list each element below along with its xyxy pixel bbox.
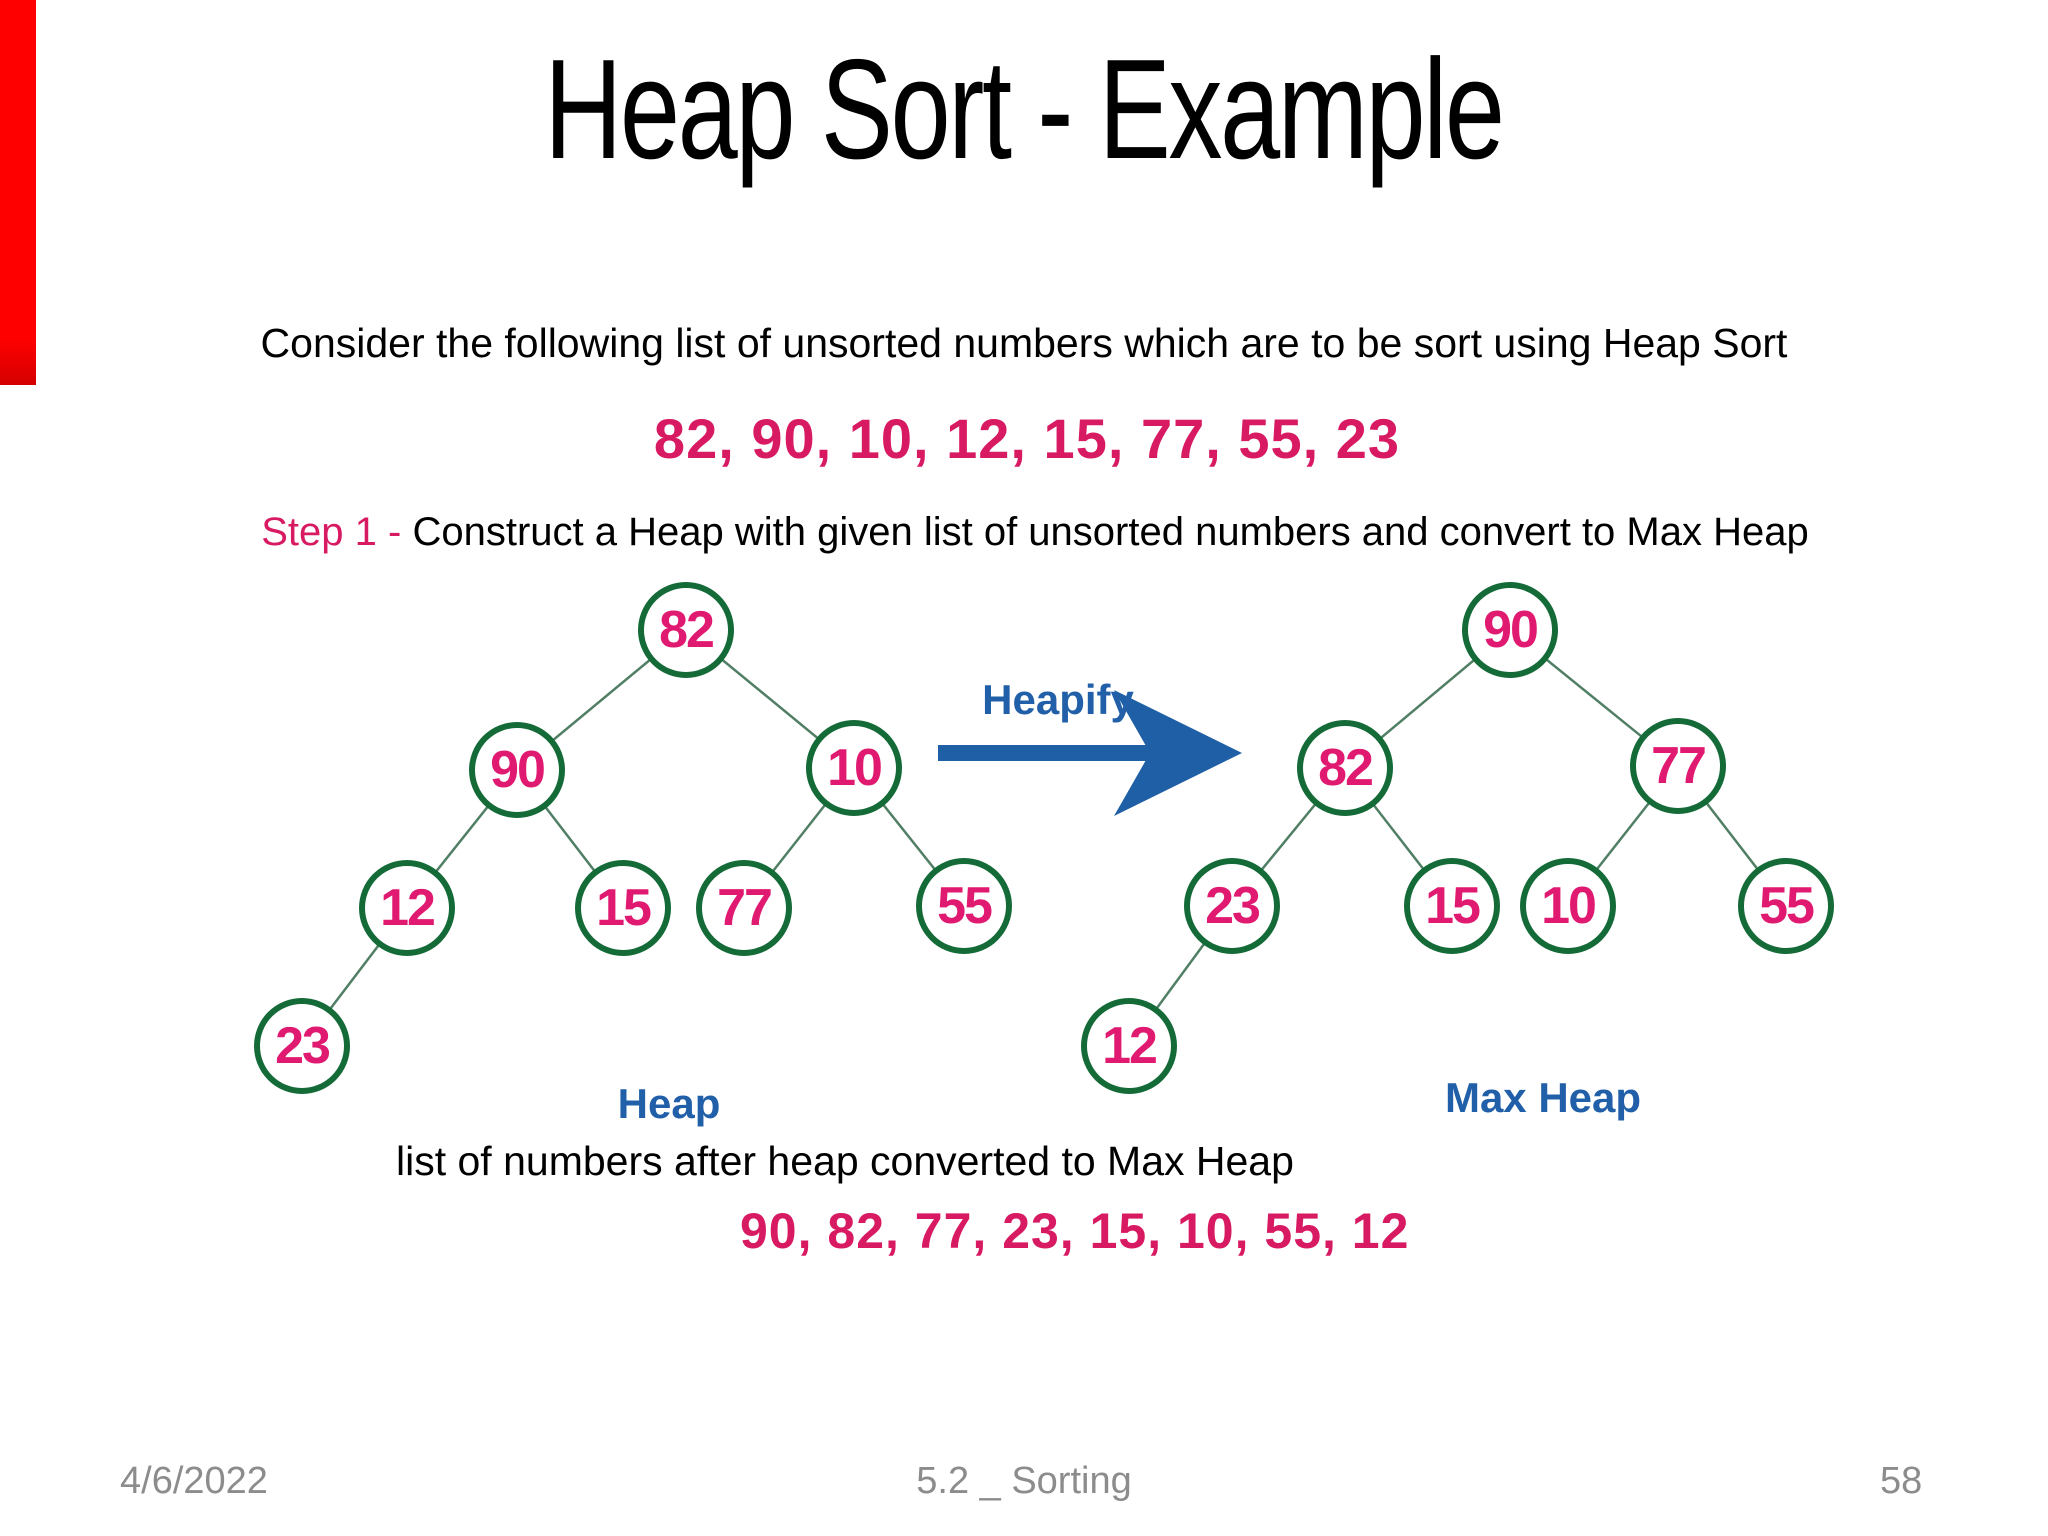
tree-node-77: 77 — [1630, 718, 1726, 814]
step-1-label: Step 1 - — [261, 510, 413, 554]
unsorted-number-list: 82, 90, 10, 12, 15, 77, 55, 23 — [653, 407, 1401, 470]
footer-page-number: 58 — [1880, 1460, 1923, 1502]
tree-node-23: 23 — [1184, 858, 1280, 954]
slide-title: Heap Sort - Example — [0, 28, 2048, 192]
tree-node-82: 82 — [638, 582, 734, 678]
tree-node-90: 90 — [469, 722, 565, 818]
heapify-label: Heapify — [982, 676, 1134, 723]
tree-node-15: 15 — [575, 860, 671, 956]
heap-tree-label: Heap — [617, 1080, 721, 1127]
tree-node-12: 12 — [1081, 998, 1177, 1094]
red-edge-bar — [0, 0, 36, 385]
intro-text: Consider the following list of unsorted … — [260, 320, 1788, 366]
result-number-list: 90, 82, 77, 23, 15, 10, 55, 12 — [740, 1203, 1410, 1259]
tree-node-55: 55 — [916, 858, 1012, 954]
tree-node-10: 10 — [806, 720, 902, 816]
tree-node-90: 90 — [1462, 582, 1558, 678]
footer-section: 5.2 _ Sorting — [916, 1460, 1132, 1502]
step-1-line: Step 1 - Construct a Heap with given lis… — [0, 510, 2048, 555]
tree-node-10: 10 — [1520, 858, 1616, 954]
tree-node-15: 15 — [1404, 858, 1500, 954]
tree-node-23: 23 — [254, 998, 350, 1094]
tree-node-12: 12 — [359, 860, 455, 956]
footer-date: 4/6/2022 — [120, 1460, 268, 1502]
tree-node-55: 55 — [1738, 858, 1834, 954]
result-caption: list of numbers after heap converted to … — [396, 1138, 1294, 1184]
step-1-text: Construct a Heap with given list of unso… — [412, 510, 1809, 554]
tree-node-82: 82 — [1297, 720, 1393, 816]
slide-title-text: Heap Sort - Example — [544, 30, 1506, 189]
tree-node-77: 77 — [696, 860, 792, 956]
max-heap-tree-label: Max Heap — [1444, 1074, 1642, 1121]
